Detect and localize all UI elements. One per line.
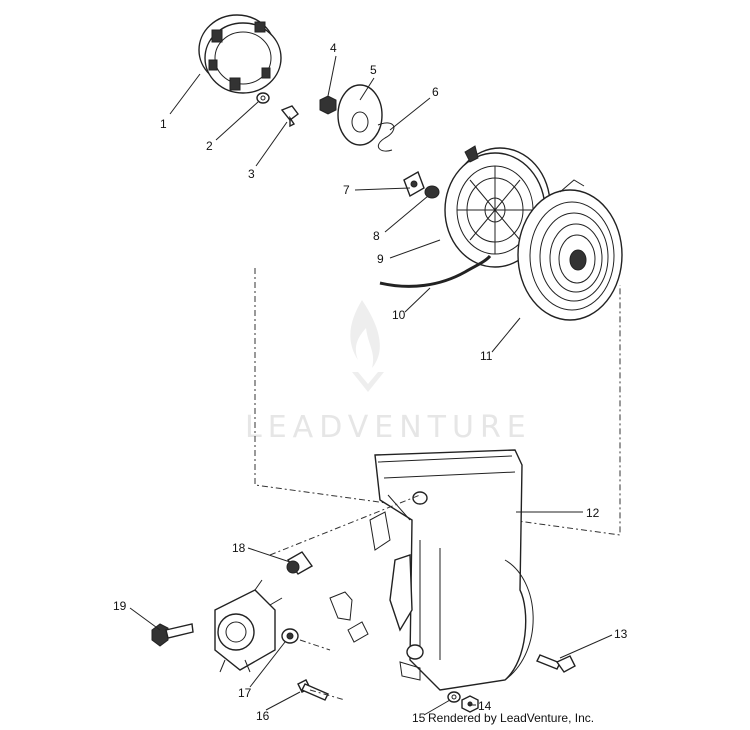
- part-5-friction-plate: [337, 84, 383, 146]
- callout-5: 5: [370, 63, 377, 77]
- callout-2: 2: [206, 139, 213, 153]
- bracket-parts: [329, 591, 369, 643]
- callout-7: 7: [343, 183, 350, 197]
- callout-19: 19: [113, 599, 127, 613]
- callout-14: 14: [478, 699, 492, 713]
- part-13-bolt: [536, 654, 576, 673]
- callouts: 1 2 3 4 5 6 7 8 9 10 11 12 13 14 15 16 1…: [113, 41, 628, 725]
- leader-lines: [129, 55, 613, 716]
- callout-16: 16: [256, 709, 270, 723]
- callout-9: 9: [377, 252, 384, 266]
- part-7-ratchet: [403, 170, 425, 198]
- callout-12: 12: [586, 506, 600, 520]
- part-14-nut: [461, 695, 479, 713]
- callout-1: 1: [160, 117, 167, 131]
- callout-8: 8: [373, 229, 380, 243]
- callout-3: 3: [248, 167, 255, 181]
- part-15-washer: [447, 691, 461, 703]
- chevron-logo-icon: [352, 372, 384, 392]
- callout-18: 18: [232, 541, 246, 555]
- part-4-nut: [319, 95, 337, 115]
- credit-text: Rendered by LeadVenture, Inc.: [428, 711, 594, 725]
- fuel-pump-assembly: [214, 579, 283, 673]
- axis-line-18: [269, 494, 421, 556]
- part-6-spring: [377, 122, 395, 152]
- callout-6: 6: [432, 85, 439, 99]
- watermark: LEADVENTURE: [245, 300, 532, 445]
- part-17-nut: [281, 628, 299, 644]
- part-18-spacer: [286, 551, 314, 575]
- part-8-bushing: [424, 185, 440, 199]
- axis-line-17: [299, 639, 331, 651]
- part-19-bolt: [151, 623, 194, 647]
- part-10-rope: [379, 254, 492, 288]
- flame-logo-icon: [350, 300, 380, 368]
- axis-line-16: [309, 689, 346, 701]
- watermark-text: LEADVENTURE: [245, 410, 532, 445]
- part-1-starter-cup: [198, 14, 282, 94]
- callout-13: 13: [614, 627, 628, 641]
- part-16-bolt: [297, 679, 329, 701]
- callout-10: 10: [392, 308, 406, 322]
- part-11-recoil-spring: [517, 179, 623, 321]
- callout-17: 17: [238, 686, 252, 700]
- callout-15: 15: [412, 711, 426, 725]
- part-12-housing: [369, 449, 534, 691]
- callout-11: 11: [480, 349, 493, 363]
- part-2-washer: [256, 92, 270, 104]
- callout-4: 4: [330, 41, 337, 55]
- part-3-bolt: [280, 105, 299, 128]
